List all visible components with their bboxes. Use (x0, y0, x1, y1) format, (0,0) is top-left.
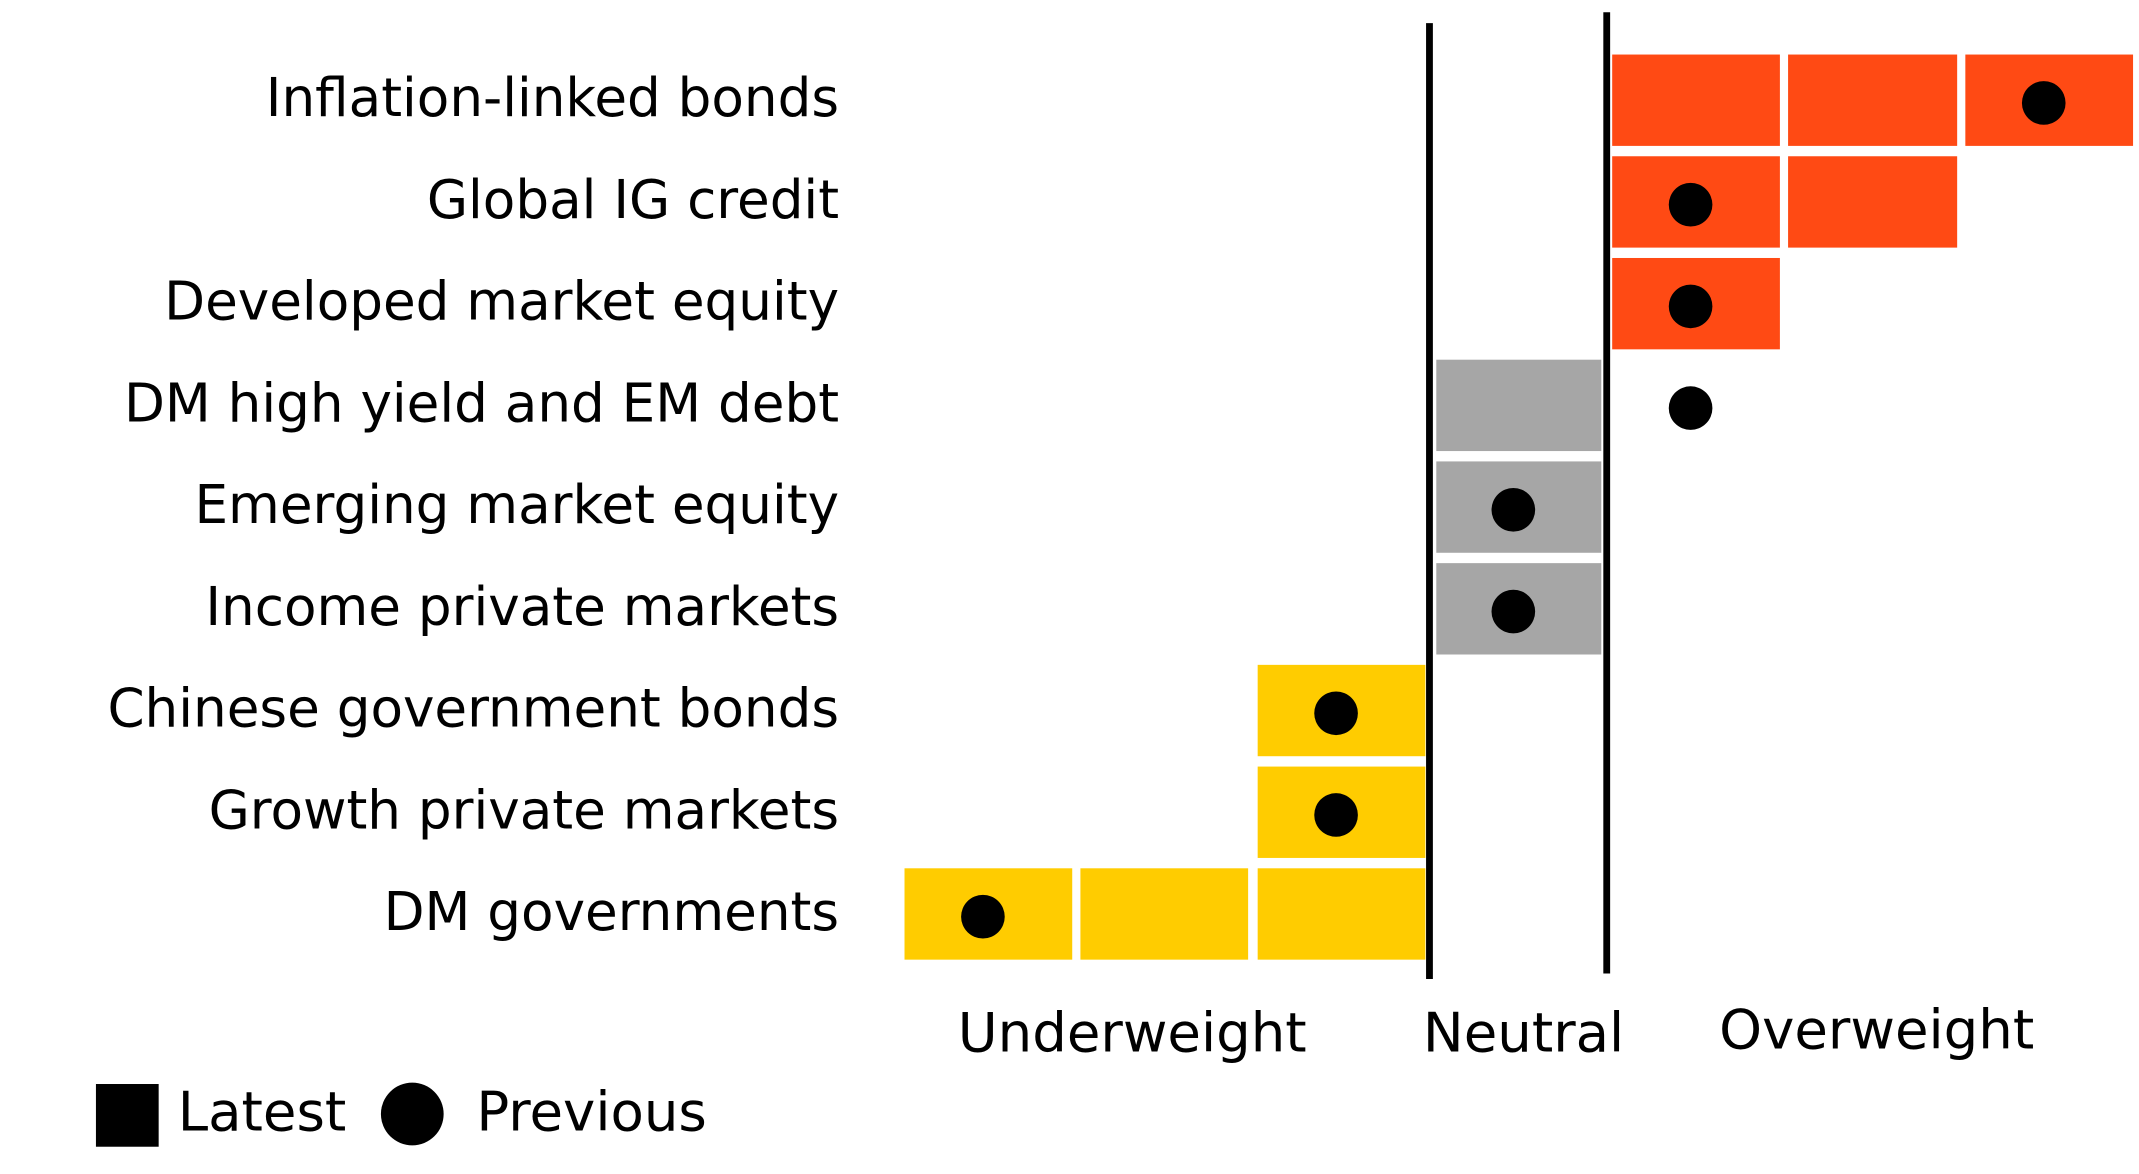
category-label: DM high yield and EM debt (124, 372, 839, 434)
previous-marker (1668, 386, 1713, 430)
previous-marker (1491, 488, 1536, 532)
legend: Latest Previous (95, 1079, 707, 1147)
category-label: Inflation-linked bonds (266, 67, 839, 129)
category-label: Developed market equity (164, 271, 839, 333)
category-label: Chinese government bonds (107, 678, 839, 740)
category-label: Emerging market equity (194, 474, 839, 536)
latest-cell (1080, 868, 1249, 960)
category-label: Income private markets (205, 576, 839, 638)
latest-cell (1612, 54, 1780, 146)
legend-latest-label: Latest (178, 1079, 347, 1143)
category-label: Growth private markets (209, 779, 839, 841)
latest-cell (1788, 54, 1958, 146)
axis-label-neutral: Neutral (1423, 1000, 1624, 1064)
previous-marker (1314, 691, 1358, 736)
legend-latest-square-icon (95, 1084, 159, 1147)
previous-marker (1668, 284, 1713, 329)
previous-marker (1314, 793, 1358, 837)
legend-previous-circle-icon (380, 1082, 444, 1146)
axis-label-overweight: Overweight (1719, 998, 2034, 1062)
previous-marker (1668, 182, 1713, 227)
previous-marker (2021, 81, 2066, 125)
legend-previous-label: Previous (476, 1079, 706, 1143)
category-label: DM governments (384, 881, 839, 943)
previous-marker (961, 894, 1005, 939)
latest-cell (1788, 156, 1958, 248)
axis-label-underweight: Underweight (958, 1000, 1307, 1064)
latest-cell (1257, 868, 1426, 960)
latest-cell (1436, 359, 1602, 452)
category-label: Global IG credit (427, 169, 839, 231)
previous-marker (1491, 589, 1536, 634)
